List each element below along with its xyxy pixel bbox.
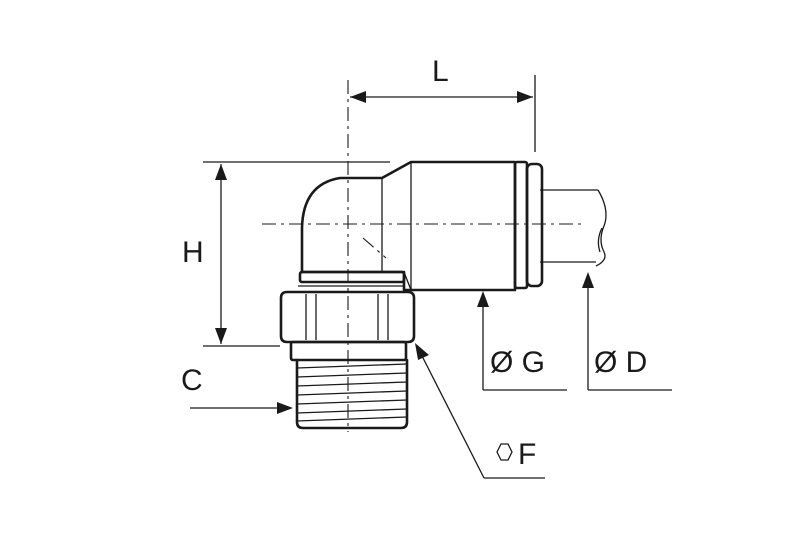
neck-band — [298, 270, 406, 287]
label-g: Ø G — [490, 346, 545, 379]
dimension-d: Ø D — [582, 272, 672, 391]
label-c: C — [181, 364, 203, 397]
hex-nut — [279, 290, 416, 344]
dimension-c: C — [181, 364, 293, 414]
label-d: Ø D — [594, 346, 647, 379]
dimension-f: F — [415, 343, 545, 479]
dimension-h: H — [182, 161, 390, 347]
label-h: H — [182, 236, 204, 269]
center-lines — [262, 80, 585, 432]
threaded-shank — [289, 340, 409, 430]
tube — [540, 189, 607, 267]
dimension-l: L — [350, 55, 536, 152]
label-f: F — [518, 438, 536, 471]
label-l: L — [432, 55, 449, 88]
dimension-g: Ø G — [477, 291, 567, 391]
hexagon-icon — [496, 443, 513, 461]
collet-ring — [513, 160, 544, 290]
